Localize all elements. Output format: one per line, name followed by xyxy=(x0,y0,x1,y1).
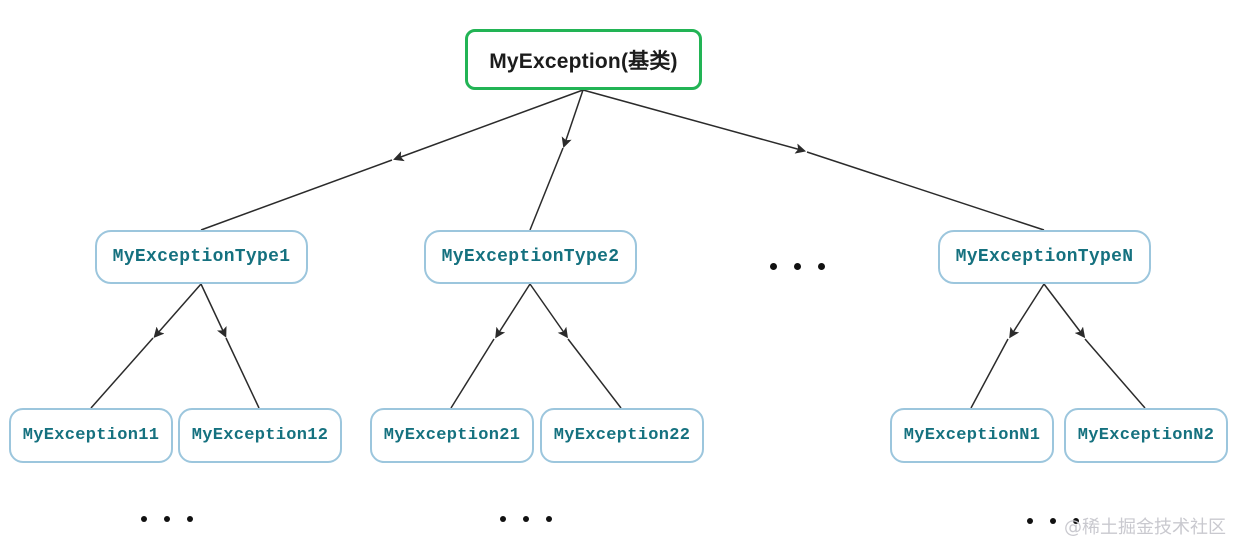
watermark: @稀土掘金技术社区 xyxy=(1064,517,1226,538)
ellipsis-dot xyxy=(818,263,825,270)
ellipsis-dot xyxy=(1027,518,1033,524)
node-label: MyExceptionTypeN xyxy=(955,247,1134,267)
edge-typeN-to-exceptionN1 xyxy=(970,283,1045,409)
node-myexception-base[interactable]: MyException(基类) xyxy=(465,29,702,90)
ellipsis-below-group2 xyxy=(500,516,552,522)
node-label: MyExceptionType1 xyxy=(112,247,291,267)
ellipsis-below-group1 xyxy=(141,516,193,522)
ellipsis-dot xyxy=(164,516,170,522)
edge-typeN-to-exceptionN2 xyxy=(1043,283,1146,409)
edge-type1-to-exception11 xyxy=(90,283,202,409)
node-myexceptionn1[interactable]: MyExceptionN1 xyxy=(890,408,1054,463)
node-label: MyException11 xyxy=(22,426,160,445)
node-label: MyExceptionN2 xyxy=(1077,426,1215,445)
ellipsis-dot xyxy=(546,516,552,522)
edge-root-to-typeN xyxy=(582,89,1045,231)
edge-root-to-type1 xyxy=(200,89,584,231)
node-myexceptionn2[interactable]: MyExceptionN2 xyxy=(1064,408,1228,463)
node-myexception12[interactable]: MyException12 xyxy=(178,408,342,463)
ellipsis-dot xyxy=(187,516,193,522)
edge-type2-to-exception22 xyxy=(529,283,622,409)
node-myexceptiontype1[interactable]: MyExceptionType1 xyxy=(95,230,308,284)
ellipsis-dot xyxy=(1050,518,1056,524)
node-label: MyException22 xyxy=(553,426,691,445)
ellipsis-dot xyxy=(500,516,506,522)
node-label: MyException(基类) xyxy=(489,49,678,73)
ellipsis-dot xyxy=(1073,518,1079,524)
node-myexception11[interactable]: MyException11 xyxy=(9,408,173,463)
node-label: MyExceptionType2 xyxy=(441,247,620,267)
ellipsis-below-group3 xyxy=(1027,518,1079,524)
node-myexception22[interactable]: MyException22 xyxy=(540,408,704,463)
ellipsis-dot xyxy=(770,263,777,270)
ellipsis-dot xyxy=(523,516,529,522)
node-label: MyExceptionN1 xyxy=(903,426,1041,445)
node-myexception21[interactable]: MyException21 xyxy=(370,408,534,463)
ellipsis-dot xyxy=(794,263,801,270)
node-myexceptiontypen[interactable]: MyExceptionTypeN xyxy=(938,230,1151,284)
node-myexceptiontype2[interactable]: MyExceptionType2 xyxy=(424,230,637,284)
ellipsis-level2-gap xyxy=(770,263,825,270)
edge-type1-to-exception12 xyxy=(200,283,260,409)
node-label: MyException21 xyxy=(383,426,521,445)
ellipsis-dot xyxy=(141,516,147,522)
node-label: MyException12 xyxy=(191,426,329,445)
edge-root-to-type2 xyxy=(529,89,584,231)
edge-type2-to-exception21 xyxy=(450,283,531,409)
